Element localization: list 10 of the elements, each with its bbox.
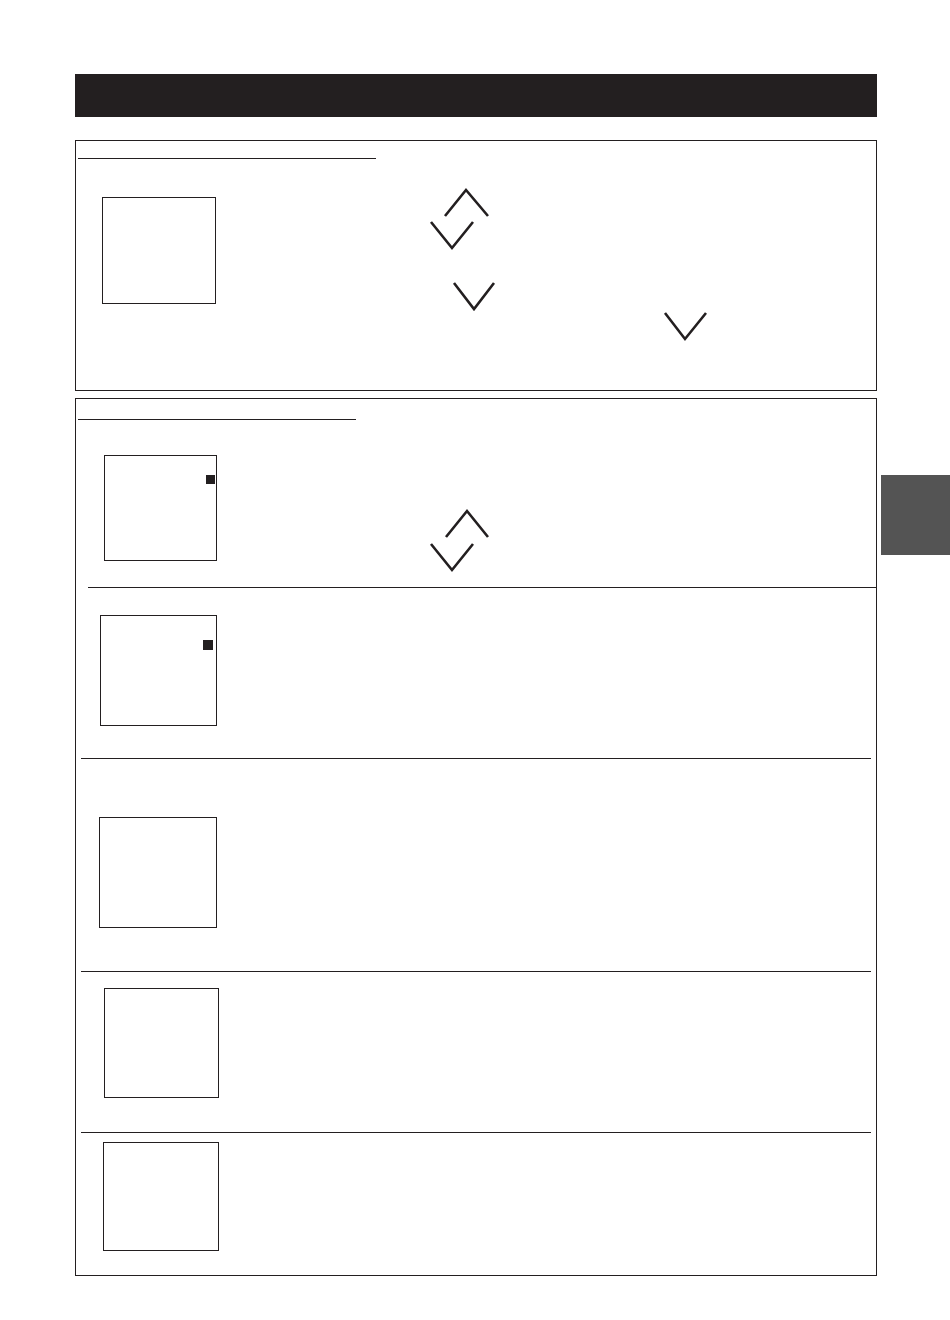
header-bar xyxy=(75,74,877,117)
display-screen xyxy=(102,197,216,304)
display-screen xyxy=(104,455,217,561)
display-screen xyxy=(100,615,217,726)
display-screen xyxy=(104,988,219,1098)
display-screen xyxy=(99,817,217,928)
side-tab xyxy=(881,475,950,555)
panel xyxy=(75,140,877,391)
panel xyxy=(75,398,877,1276)
display-screen xyxy=(103,1142,219,1251)
